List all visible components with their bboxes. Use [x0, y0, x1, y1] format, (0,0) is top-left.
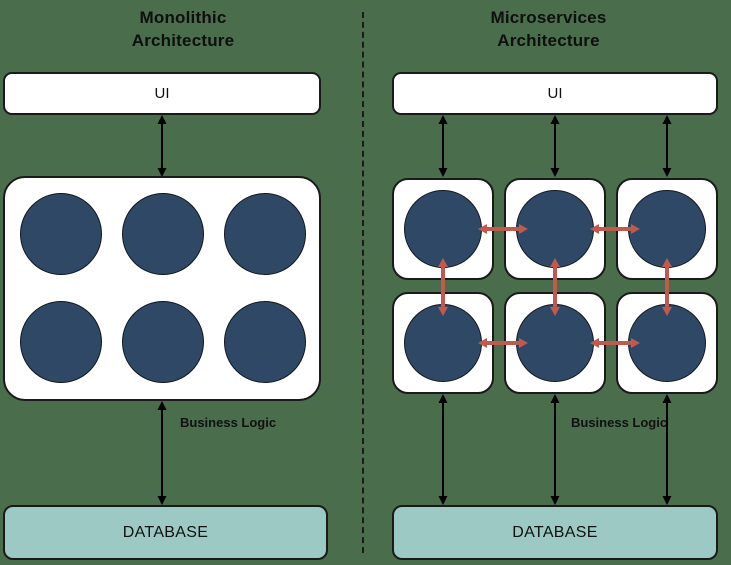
microservices-title-line2: Architecture — [497, 31, 600, 50]
service-link-row2-left — [478, 338, 528, 348]
service-link-row1-right — [590, 224, 640, 234]
ui-service-arrow-3 — [662, 115, 672, 177]
service-link-col2-vertical — [550, 258, 560, 316]
monolithic-business-logic-label: Business Logic — [180, 415, 277, 430]
microservices-ui-label: UI — [547, 85, 563, 102]
monolith-logic-db-arrow — [157, 401, 167, 505]
service-db-arrow-2 — [550, 394, 560, 505]
microservices-database-label: DATABASE — [512, 523, 598, 541]
monolithic-ui-label: UI — [154, 85, 170, 102]
service-link-col3-vertical — [662, 258, 672, 316]
microservices-business-logic-label: Business Logic — [571, 415, 668, 430]
ui-service-arrow-2 — [550, 115, 560, 177]
ui-service-arrow-1 — [438, 115, 448, 177]
component-circle-icon — [224, 301, 306, 383]
service-db-arrow-1 — [438, 394, 448, 505]
service-link-row1-left — [478, 224, 528, 234]
monolith-ui-logic-arrow — [157, 115, 167, 177]
component-circle-icon — [224, 193, 306, 275]
component-circle-icon — [122, 301, 204, 383]
dashed-divider-icon — [362, 12, 364, 553]
microservices-title-line1: Microservices — [490, 8, 607, 27]
component-circle-icon — [20, 193, 102, 275]
component-circle-icon — [122, 193, 204, 275]
component-circle-icon — [20, 301, 102, 383]
monolithic-title: Monolithic Architecture — [0, 6, 366, 52]
microservices-ui-box[interactable]: UI — [392, 72, 718, 115]
service-link-row2-right — [590, 338, 640, 348]
component-circle-icon — [404, 190, 482, 268]
monolithic-title-line1: Monolithic — [139, 8, 227, 27]
microservices-database-box[interactable]: DATABASE — [392, 505, 718, 560]
service-link-col1-vertical — [438, 258, 448, 316]
monolithic-database-box[interactable]: DATABASE — [3, 505, 328, 560]
monolithic-title-line2: Architecture — [131, 31, 235, 50]
microservices-title: Microservices Architecture — [366, 6, 731, 52]
monolithic-database-label: DATABASE — [122, 523, 209, 541]
monolithic-ui-box[interactable]: UI — [3, 72, 321, 115]
service-db-arrow-3 — [662, 394, 672, 505]
component-circle-icon — [628, 304, 706, 382]
